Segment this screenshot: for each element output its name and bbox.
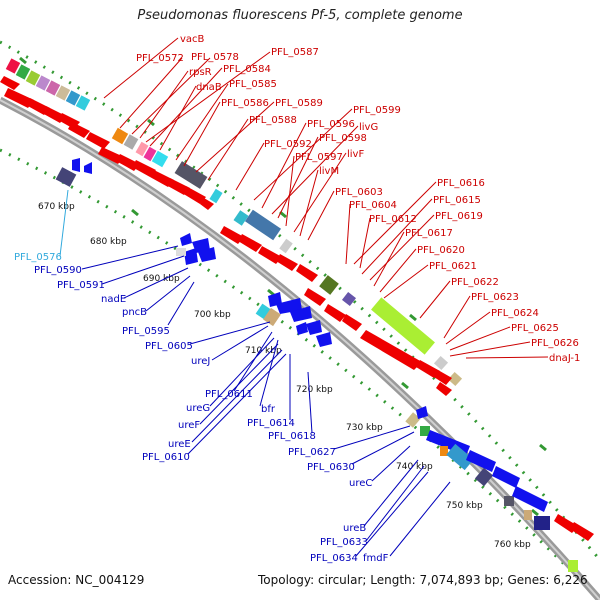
gene-label-lower[interactable]: PFL_0611 <box>205 389 253 400</box>
kbp-tick-label: 670 kbp <box>38 202 75 212</box>
kbp-tick-label: 700 kbp <box>194 310 231 320</box>
gene-label-upper[interactable]: PFL_0623 <box>471 292 519 303</box>
gene-label-upper[interactable]: PFL_0617 <box>405 228 453 239</box>
kbp-tick-label: 760 kbp <box>494 540 531 550</box>
gene-label-lower[interactable]: PFL_0634 <box>310 553 358 564</box>
gene-label-lower[interactable]: PFL_0630 <box>307 462 355 473</box>
gene-label-upper[interactable]: PFL_0589 <box>275 98 323 109</box>
gene-label-upper[interactable]: PFL_0587 <box>271 47 319 58</box>
lower-leader-lines <box>59 189 451 557</box>
gene-label-upper[interactable]: dnaJ-1 <box>549 353 580 364</box>
topology-text: Topology: circular; Length: 7,074,893 bp… <box>258 573 588 587</box>
kbp-tick-label: 740 kbp <box>396 462 433 472</box>
gene-label-lower[interactable]: pncB <box>122 307 147 318</box>
gene-label-upper[interactable]: PFL_0585 <box>229 79 277 90</box>
gene-label-lower[interactable]: PFL_0590 <box>34 265 82 276</box>
gene-label-upper[interactable]: livM <box>319 166 339 177</box>
gene-label-lower[interactable]: PFL_0605 <box>145 341 193 352</box>
inner-dotted-guide <box>0 148 600 600</box>
outer-dotted-guide <box>0 40 600 561</box>
gene-label-lower[interactable]: PFL_0591 <box>57 280 105 291</box>
gene-label-upper[interactable]: PFL_0598 <box>319 133 367 144</box>
gene-label-lower[interactable]: PFL_0595 <box>122 326 170 337</box>
gene-label-lower[interactable]: ureG <box>186 403 210 414</box>
gene-label-upper[interactable]: PFL_0578 <box>191 52 239 63</box>
gene-label-upper[interactable]: PFL_0612 <box>369 214 417 225</box>
gene-label-upper[interactable]: PFL_0586 <box>221 98 269 109</box>
kbp-tick-label: 710 kbp <box>245 346 282 356</box>
gene-label-lower[interactable]: PFL_0627 <box>288 447 336 458</box>
gene-label-upper[interactable]: PFL_0599 <box>353 105 401 116</box>
gene-label-lower[interactable]: PFL_0618 <box>268 431 316 442</box>
gene-label-upper[interactable]: PFL_0624 <box>491 308 539 319</box>
kbp-tick-label: 690 kbp <box>143 274 180 284</box>
gene-label-lower[interactable]: ureB <box>343 523 366 534</box>
kbp-tick-label: 720 kbp <box>296 385 333 395</box>
lower-gene-labels: PFL_0576 PFL_0590 PFL_0591 nadE pncB PFL… <box>14 252 389 564</box>
gene-label-upper[interactable]: PFL_0619 <box>435 211 483 222</box>
gene-label-lower[interactable]: bfr <box>261 404 276 415</box>
gene-label-upper[interactable]: PFL_0621 <box>429 261 477 272</box>
map-title: Pseudomonas fluorescens Pf-5, complete g… <box>137 8 463 23</box>
gene-label-upper[interactable]: PFL_0596 <box>307 119 355 130</box>
kbp-axis-labels: 670 kbp 680 kbp 690 kbp 700 kbp 710 kbp … <box>38 202 531 550</box>
gene-label-upper[interactable]: PFL_0616 <box>437 178 485 189</box>
gene-label-lower[interactable]: PFL_0614 <box>247 418 295 429</box>
gene-label-upper[interactable]: livF <box>347 149 364 160</box>
gene-label-upper[interactable]: dnaB <box>196 82 222 93</box>
upper-leader-lines <box>103 37 549 359</box>
gene-label-upper[interactable]: PFL_0572 <box>136 53 184 64</box>
gene-label-upper[interactable]: PFL_0622 <box>451 277 499 288</box>
forward-strand-genes <box>0 76 594 541</box>
dotted-guides <box>0 40 600 600</box>
kbp-tick-label: 680 kbp <box>90 237 127 247</box>
gene-label-highlight[interactable]: PFL_0576 <box>14 252 62 263</box>
gene-label-upper[interactable]: PFL_0626 <box>531 338 579 349</box>
gene-label-upper[interactable]: PFL_0592 <box>264 139 312 150</box>
gene-label-upper[interactable]: PFL_0625 <box>511 323 559 334</box>
upper-gene-labels: vacB PFL_0572 PFL_0578 PFL_0587 rpsR PFL… <box>136 34 580 364</box>
gene-label-lower[interactable]: ureC <box>349 478 372 489</box>
reverse-strand-genes <box>55 158 578 572</box>
genome-backbone <box>0 96 600 600</box>
gene-label-lower[interactable]: ureJ <box>191 356 210 367</box>
gene-label-upper[interactable]: PFL_0615 <box>433 195 481 206</box>
gene-label-upper[interactable]: PFL_0597 <box>295 152 343 163</box>
gene-label-lower[interactable]: ureF <box>178 420 200 431</box>
gene-label-upper[interactable]: PFL_0588 <box>249 115 297 126</box>
gene-label-upper[interactable]: vacB <box>180 34 205 45</box>
cog-blocks-upper <box>5 58 463 387</box>
gene-label-lower[interactable]: PFL_0610 <box>142 452 190 463</box>
gene-label-upper[interactable]: livG <box>359 122 378 133</box>
kbp-tick-label: 730 kbp <box>346 423 383 433</box>
gene-label-lower[interactable]: ureE <box>168 439 191 450</box>
gene-label-upper[interactable]: rpsR <box>189 67 212 78</box>
gene-label-upper[interactable]: PFL_0604 <box>349 200 397 211</box>
gene-label-upper[interactable]: PFL_0584 <box>223 64 271 75</box>
gene-label-lower[interactable]: nadE <box>101 294 126 305</box>
accession-text: Accession: NC_004129 <box>8 573 145 587</box>
gene-label-upper[interactable]: PFL_0603 <box>335 187 383 198</box>
kbp-tick-label: 750 kbp <box>446 501 483 511</box>
gene-label-lower[interactable]: PFL_0633 <box>320 537 368 548</box>
gene-label-lower[interactable]: fmdF <box>363 553 389 564</box>
guide-ticks <box>19 56 547 517</box>
gene-label-upper[interactable]: PFL_0620 <box>417 245 465 256</box>
